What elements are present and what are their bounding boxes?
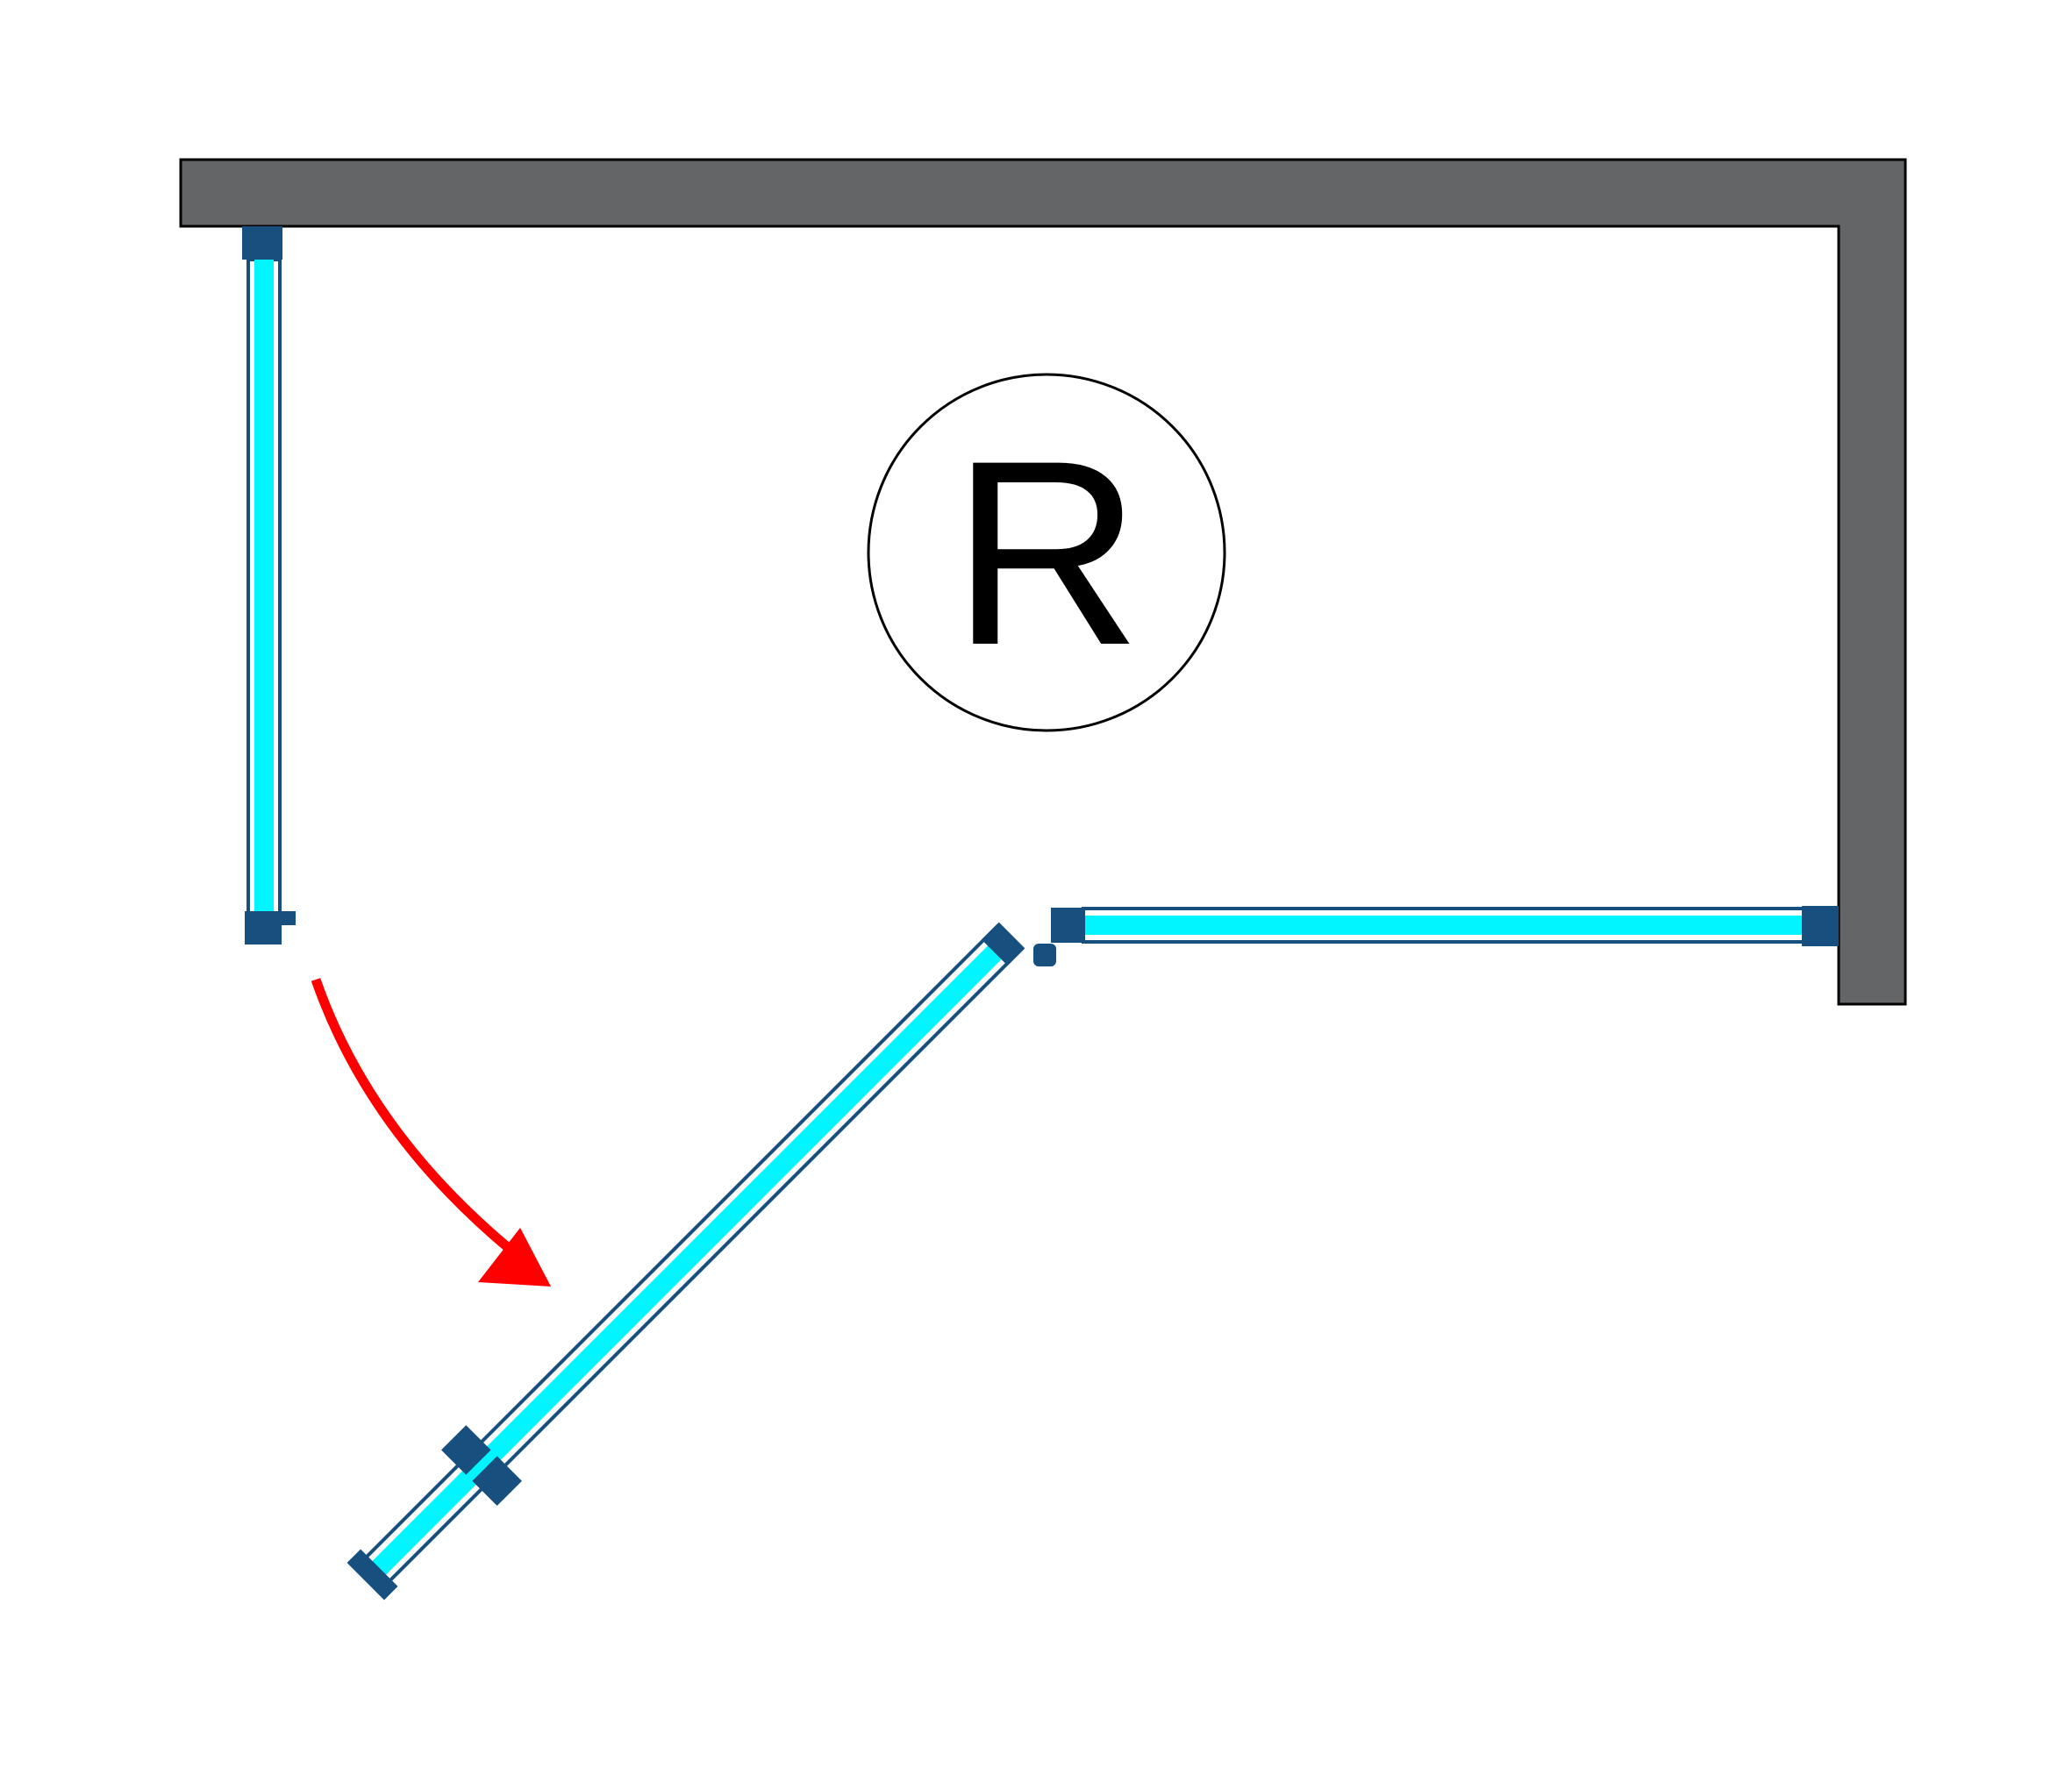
- swing-door: [347, 922, 1025, 1600]
- left-panel-top-clamp: [242, 226, 282, 260]
- swing-arrow-head: [478, 1228, 551, 1287]
- door-handle-top: [472, 1456, 522, 1507]
- wall: [179, 158, 1907, 1006]
- door-hinge-block: [981, 922, 1025, 966]
- left-fixed-panel: [242, 226, 296, 945]
- right-panel-glass: [1083, 916, 1807, 935]
- hinge-knob: [1033, 944, 1056, 966]
- orientation-badge: R: [867, 373, 1226, 732]
- door-handle-bottom: [440, 1425, 491, 1475]
- right-panel-wall-clamp: [1802, 906, 1839, 946]
- swing-arrow-arc: [311, 978, 514, 1254]
- left-panel-stop: [276, 911, 296, 925]
- curved-swing-arrow-icon: [311, 978, 551, 1287]
- circle-letter-badge-icon: [867, 373, 1226, 732]
- left-panel-glass: [254, 260, 274, 913]
- door-end-stop: [347, 1549, 398, 1600]
- left-panel-bottom-clamp: [245, 911, 282, 945]
- door-glass: [366, 931, 1016, 1581]
- orientation-label: R: [952, 405, 1142, 700]
- right-panel-end-clamp: [1051, 908, 1085, 943]
- right-fixed-panel: [1051, 906, 1839, 946]
